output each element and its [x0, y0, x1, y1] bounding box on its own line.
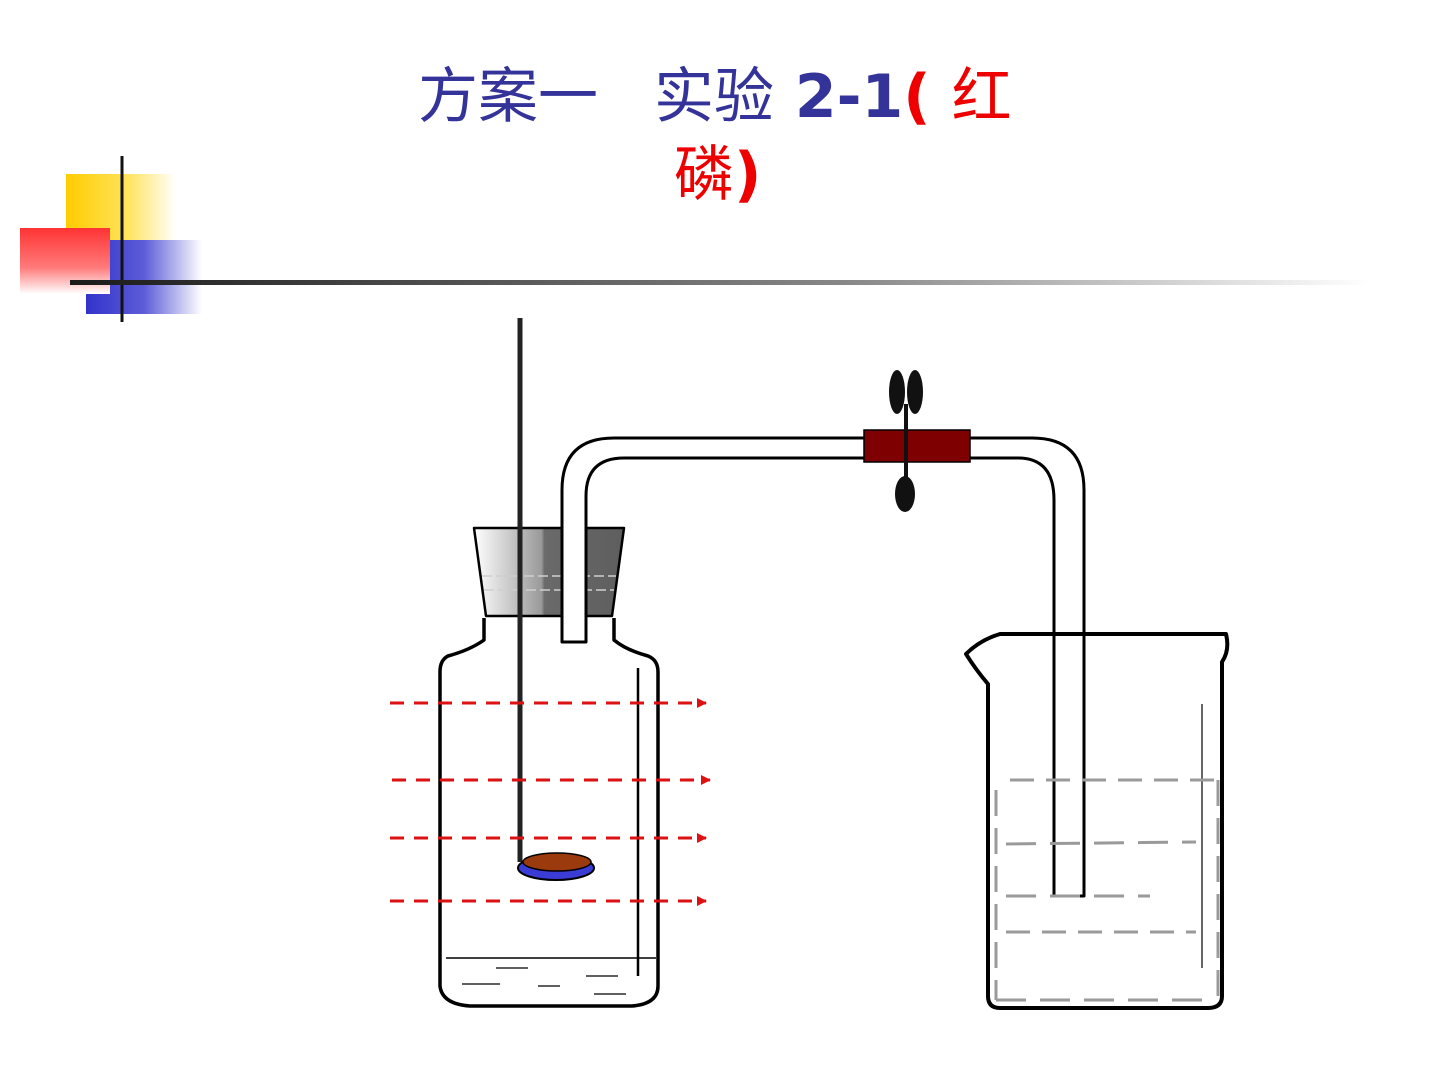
combustion-spoon-icon [517, 318, 595, 881]
title-red: 红 [951, 62, 1012, 132]
title-rule [70, 280, 1370, 285]
delivery-tube [560, 436, 1086, 898]
tube-clamp-icon [863, 370, 971, 512]
title-number: 2-1 [794, 62, 904, 132]
title-experiment: 实验 [654, 62, 774, 132]
page-title: 方案一实验 2-1( 红 磷) [418, 58, 1058, 214]
rubber-stopper [472, 526, 626, 618]
title-paren-close: ) [734, 140, 762, 210]
gas-bottle-icon [438, 618, 660, 1008]
title-scheme: 方案一 [418, 62, 598, 132]
title-paren-open: ( [903, 62, 931, 132]
decorative-squares-icon [20, 156, 202, 322]
title-phosphorus: 磷 [674, 140, 734, 210]
volume-division-arrows [390, 698, 711, 906]
beaker-icon [964, 632, 1230, 1010]
